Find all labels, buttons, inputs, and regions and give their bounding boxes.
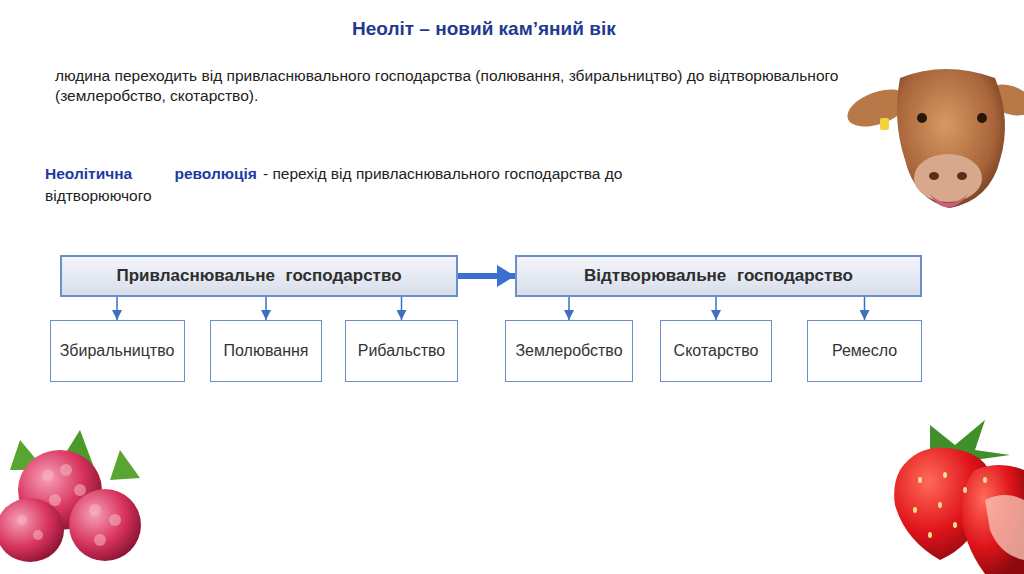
activity-box: Ремесло: [807, 320, 922, 382]
box-label: Збиральництво: [60, 342, 175, 360]
box-label: Привласнювальне господарство: [116, 266, 401, 286]
box-label: Відтворювальне господарство: [584, 266, 853, 286]
branch-arrow: [864, 297, 866, 320]
slide-title: Неоліт – новий кам’яний вік: [352, 18, 616, 40]
term-text: Неолітична революція: [45, 165, 257, 182]
branch-arrow: [116, 297, 118, 320]
cow-picture: [842, 69, 1024, 208]
branch-arrow: [715, 297, 717, 320]
activity-box: Полювання: [210, 320, 322, 382]
box-label: Землеробство: [515, 342, 622, 360]
definition-paragraph: Неолітична революція- перехід від привла…: [45, 163, 665, 207]
box-label: Скотарство: [674, 342, 759, 360]
activity-box: Землеробство: [505, 320, 633, 382]
branch-arrow: [265, 297, 267, 320]
activity-box: Скотарство: [660, 320, 772, 382]
activity-box: Збиральництво: [50, 320, 185, 382]
economy-type-box: Привласнювальне господарство: [60, 255, 458, 297]
raspberry-picture: [0, 430, 141, 562]
box-label: Рибальство: [358, 342, 446, 360]
transition-arrow: [458, 273, 515, 279]
box-label: Полювання: [224, 342, 309, 360]
box-label: Ремесло: [832, 342, 897, 360]
activity-box: Рибальство: [345, 320, 458, 382]
branch-arrow: [568, 297, 570, 320]
strawberry-picture: [894, 420, 1024, 574]
economy-type-box: Відтворювальне господарство: [515, 255, 922, 297]
intro-text: людина переходить від привласнювального …: [55, 66, 850, 106]
branch-arrow: [401, 297, 403, 320]
